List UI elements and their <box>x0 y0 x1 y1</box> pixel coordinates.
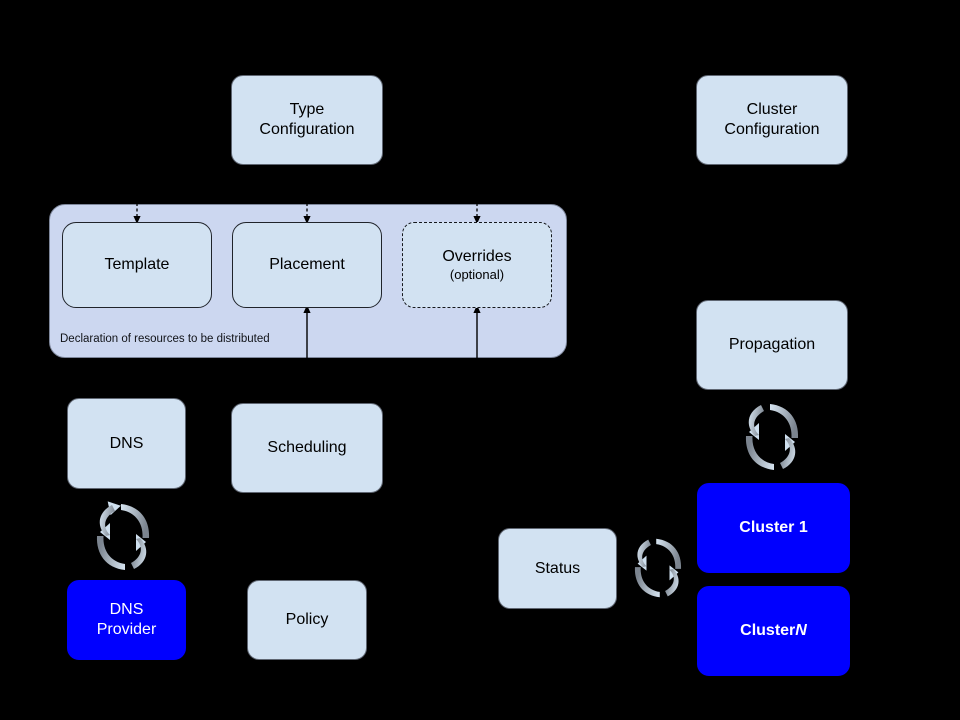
node-propagation[interactable]: Propagation <box>696 300 848 390</box>
node-overrides-label: Overrides <box>442 248 512 266</box>
node-dns-provider[interactable]: DNS Provider <box>67 580 186 660</box>
node-dns[interactable]: DNS <box>67 398 186 489</box>
sync-cycle-icon-status <box>634 538 682 598</box>
node-template[interactable]: Template <box>62 222 212 308</box>
node-cluster-1[interactable]: Cluster 1 <box>697 483 850 573</box>
node-overrides[interactable]: Overrides (optional) <box>402 222 552 308</box>
node-policy[interactable]: Policy <box>247 580 367 660</box>
sync-cycle-icon-propagation <box>745 404 799 470</box>
node-status[interactable]: Status <box>498 528 617 609</box>
node-cluster-n[interactable]: Cluster N <box>697 586 850 676</box>
node-placement[interactable]: Placement <box>232 222 382 308</box>
node-cluster-n-suffix: N <box>795 622 807 640</box>
node-scheduling[interactable]: Scheduling <box>231 403 383 493</box>
node-overrides-sublabel: (optional) <box>449 266 505 282</box>
node-cluster-n-prefix: Cluster <box>740 622 796 640</box>
node-cluster-configuration[interactable]: Cluster Configuration <box>696 75 848 165</box>
sync-cycle-icon-dns <box>96 501 150 570</box>
node-type-configuration[interactable]: Type Configuration <box>231 75 383 165</box>
declaration-group-caption: Declaration of resources to be distribut… <box>60 333 270 345</box>
